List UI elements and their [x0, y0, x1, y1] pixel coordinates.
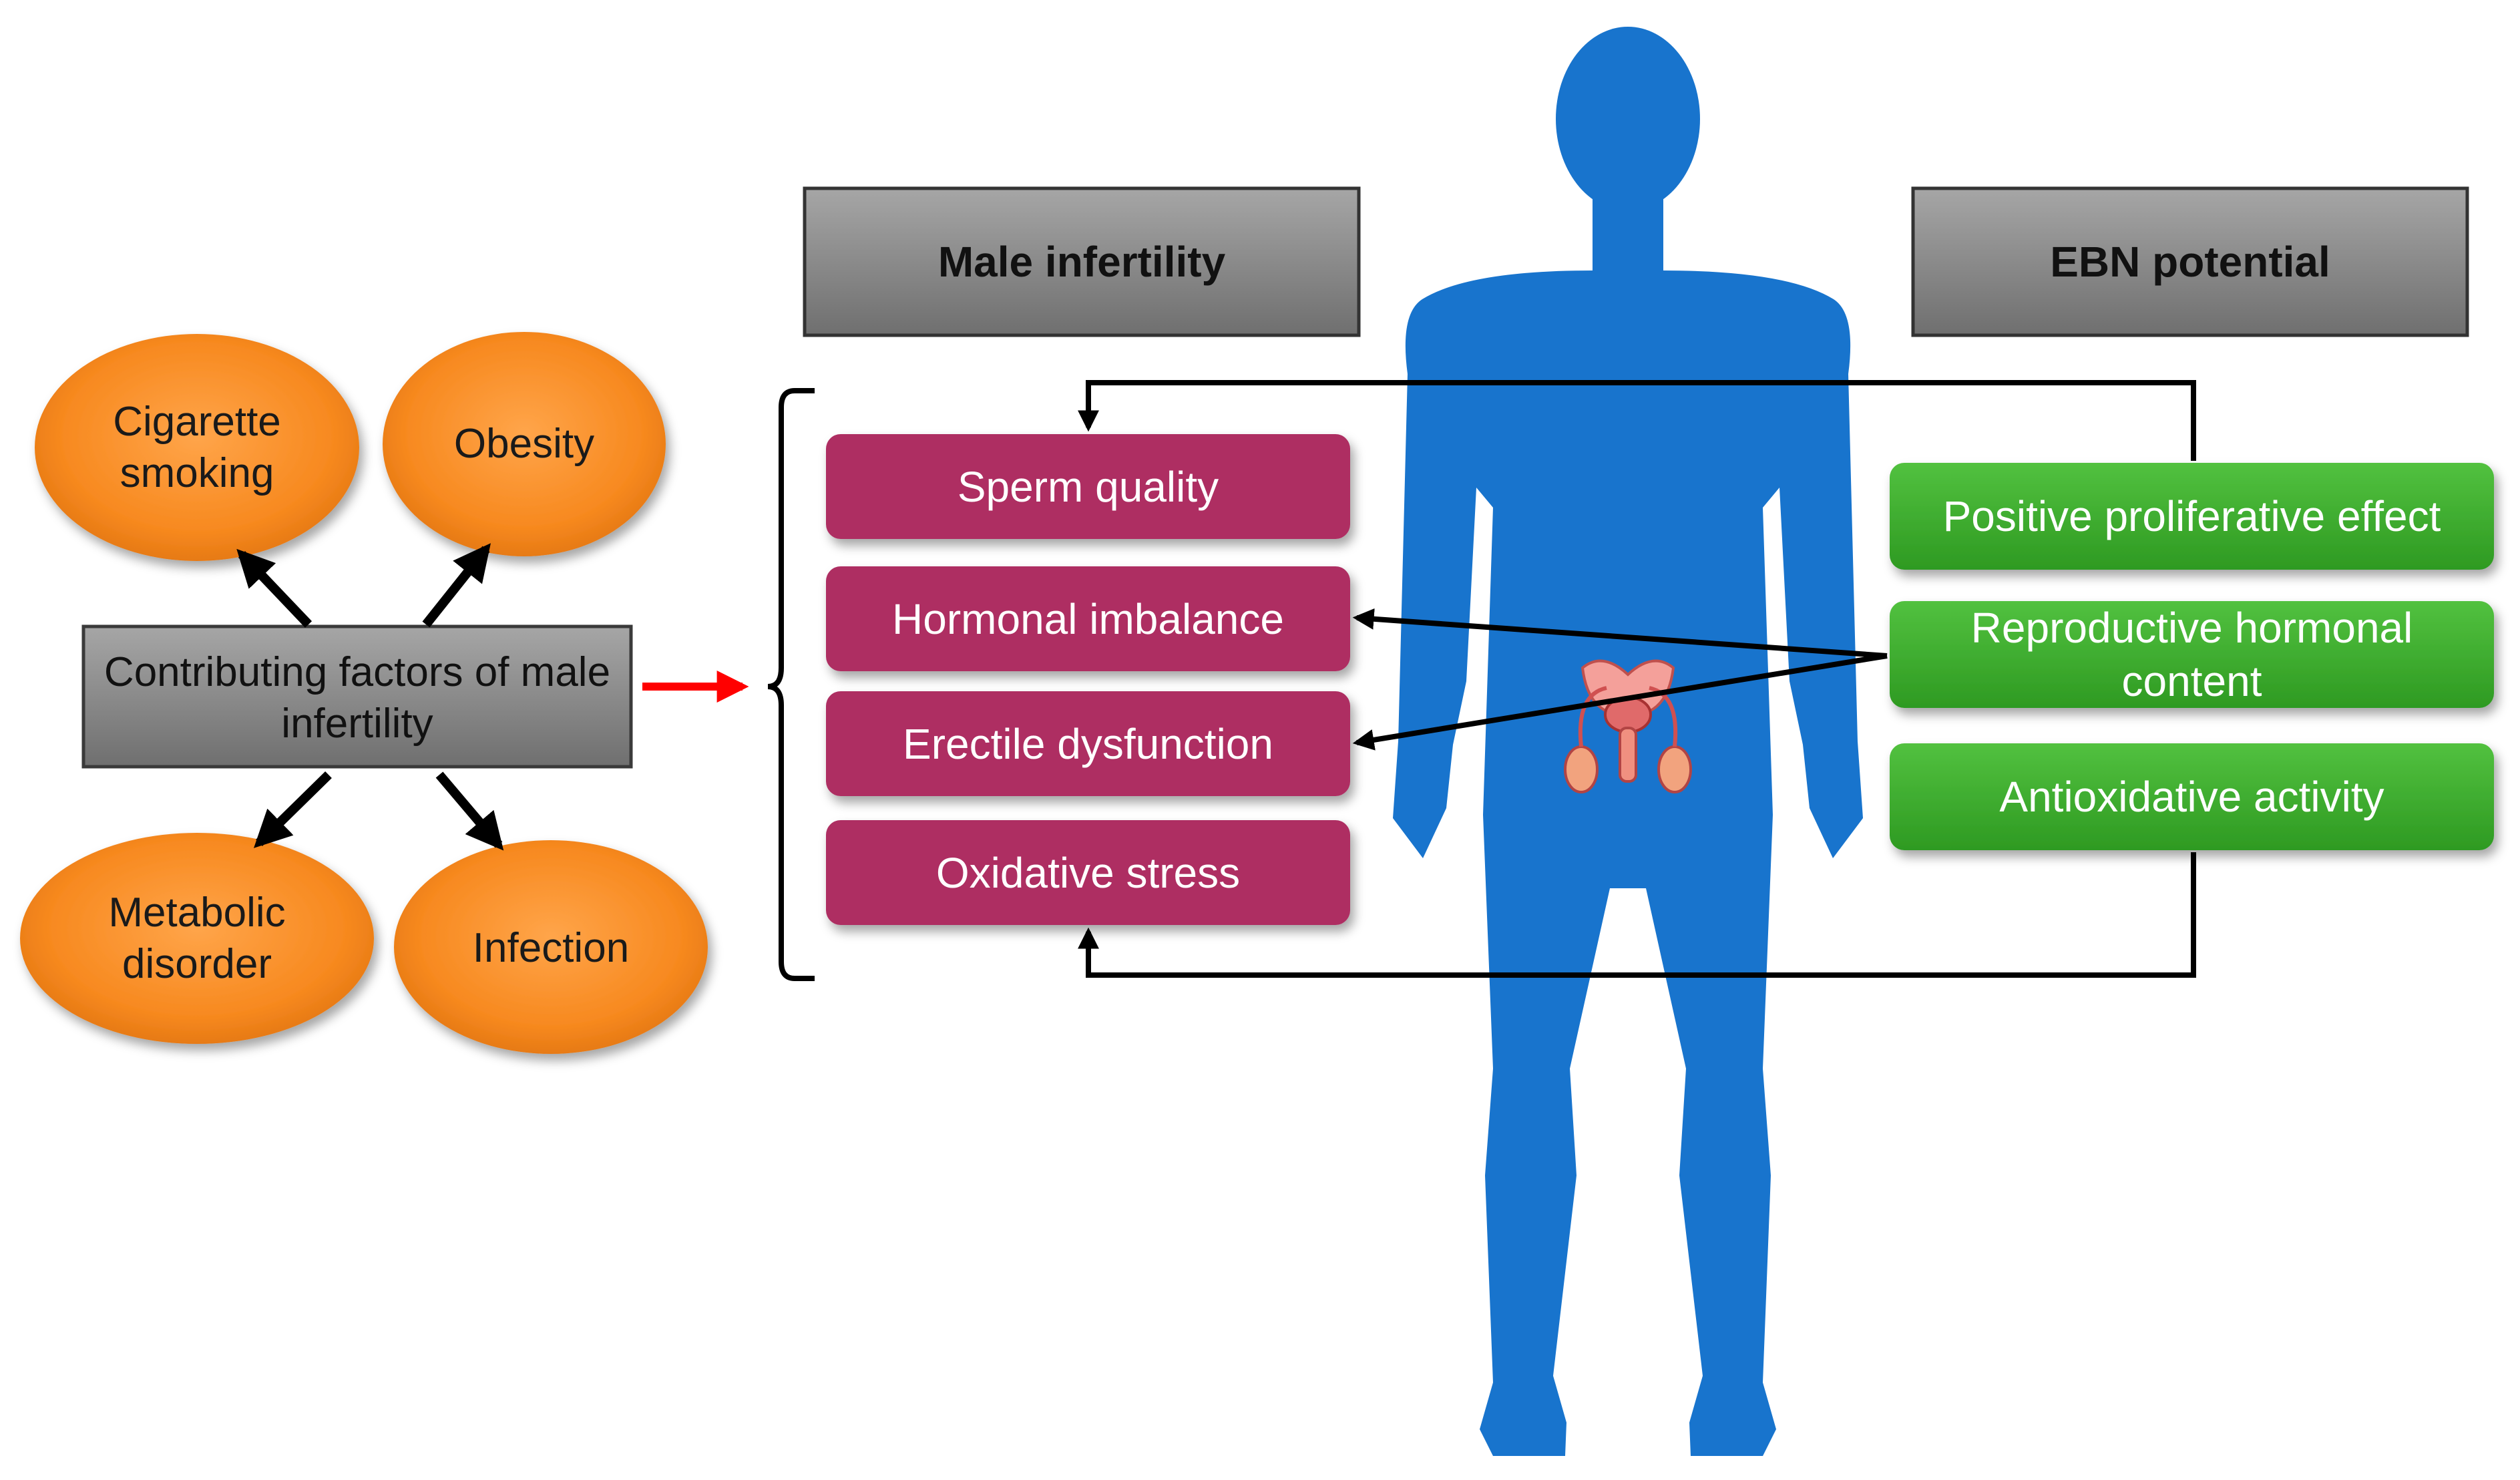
- ebn-header-box: [1911, 186, 2469, 337]
- infertility-label-sperm: Sperm quality: [957, 462, 1219, 511]
- ebn-box-hormonal-content: [1890, 601, 2494, 708]
- infertility-box-hormonal: [826, 566, 1350, 671]
- ebn-box-proliferative: [1890, 463, 2494, 570]
- ebn-header: EBN potential: [2050, 238, 2330, 286]
- factor-label-cigarette: Cigarette smoking: [113, 398, 281, 497]
- factor-ellipse-metabolic: [20, 833, 374, 1044]
- factor-label-metabolic: Metabolic disorder: [108, 889, 286, 988]
- infertility-label-oxidative: Oxidative stress: [935, 848, 1241, 897]
- infertility-label-erectile: Erectile dysfunction: [903, 719, 1273, 768]
- arrow-to-obesity: [422, 543, 491, 628]
- male-reproductive-system-icon: [1564, 659, 1692, 793]
- factor-ellipse-infection: [394, 840, 708, 1054]
- ebn-box-antioxidative: [1890, 743, 2494, 850]
- ebn-label-antioxidative: Antioxidative activity: [1999, 773, 2384, 821]
- arrow-hormonal-content-to-erectile: [1352, 653, 1888, 751]
- factor-label-obesity: Obesity: [453, 421, 595, 468]
- arrow-proliferative-to-sperm: [1078, 380, 2196, 461]
- human-silhouette-icon: [1393, 27, 1863, 1456]
- factor-ellipse-cigarette: [35, 334, 359, 561]
- factors-center-box: [81, 624, 633, 769]
- arrow-hormonal-content-to-imbalance: [1352, 608, 1888, 659]
- factor-label-infection: Infection: [472, 925, 630, 972]
- bracket: [767, 388, 815, 981]
- arrow-antioxidative-to-oxidative: [1078, 852, 2196, 978]
- ebn-label-proliferative: Positive proliferative effect: [1942, 492, 2441, 540]
- factors-center-label: Contributing factors of male infertility: [103, 649, 611, 747]
- factor-ellipse-obesity: [383, 332, 666, 556]
- infertility-box-sperm: [826, 434, 1350, 539]
- infertility-label-hormonal: Hormonal imbalance: [892, 594, 1284, 643]
- male-infertility-header-box: [803, 186, 1361, 337]
- arrow-to-cigarette: [236, 548, 312, 628]
- male-infertility-header: Male infertility: [937, 238, 1226, 286]
- infertility-box-erectile: [826, 691, 1350, 796]
- arrow-to-infection: [435, 771, 504, 851]
- ebn-label-hormonal-content: Reproductive hormonal content: [1970, 604, 2413, 705]
- arrow-to-metabolic: [254, 771, 332, 848]
- infertility-box-oxidative: [826, 820, 1350, 925]
